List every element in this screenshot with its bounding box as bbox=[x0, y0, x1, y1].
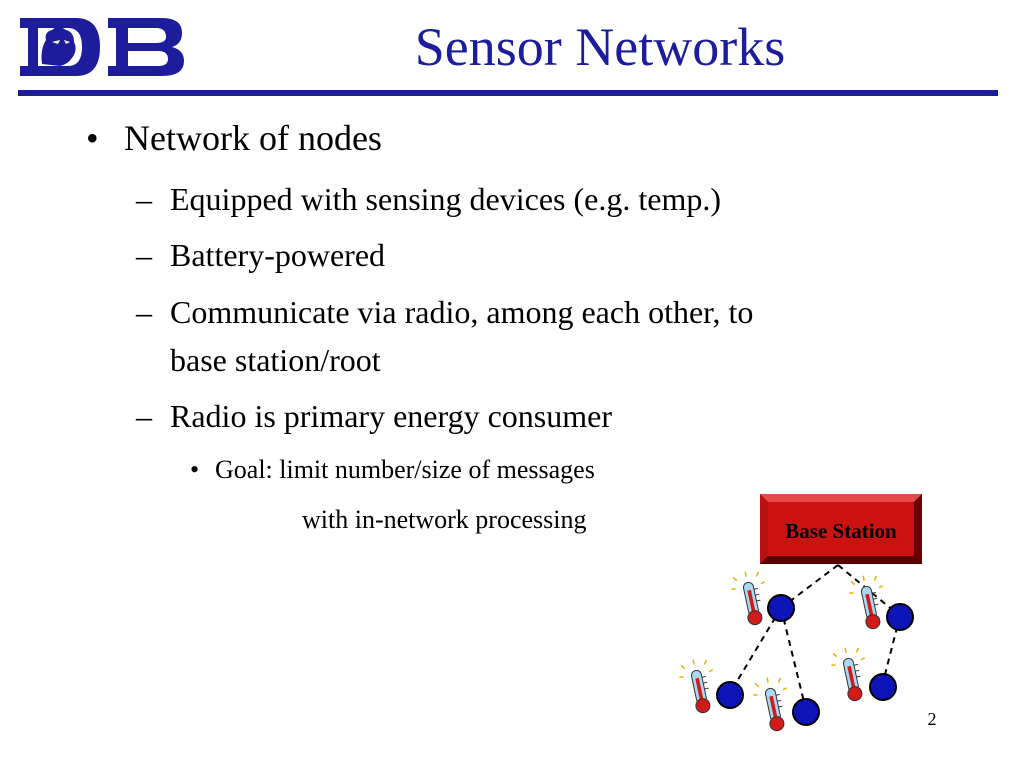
bullet-text: Communicate via radio, among each other,… bbox=[170, 294, 754, 330]
sensor-node bbox=[792, 698, 820, 726]
base-station-label: Base Station bbox=[785, 519, 897, 543]
thermometer-icon bbox=[675, 655, 722, 717]
bullet-marker: – bbox=[136, 237, 152, 273]
bullet-text: with in-network processing bbox=[302, 505, 587, 534]
bullet-marker: – bbox=[136, 398, 152, 434]
bullet-text: Radio is primary energy consumer bbox=[170, 398, 612, 434]
bullet-marker: – bbox=[136, 181, 152, 217]
sensor-node bbox=[886, 603, 914, 631]
page-number: 2 bbox=[927, 709, 937, 729]
sensor-node bbox=[869, 673, 897, 701]
sensor-node bbox=[767, 594, 795, 622]
bullet-text: Goal: limit number/size of messages bbox=[215, 455, 595, 484]
base-station: Base Station bbox=[760, 494, 922, 564]
bullet-text: Battery-powered bbox=[170, 237, 386, 273]
sensor-node bbox=[716, 681, 744, 709]
bullet-marker: – bbox=[136, 294, 152, 330]
bullet-marker: • bbox=[190, 455, 200, 484]
thermometer-icon bbox=[749, 673, 796, 735]
bullet-text: Network of nodes bbox=[124, 118, 382, 158]
bullet-marker: • bbox=[86, 118, 99, 158]
thermometer-icon bbox=[727, 567, 774, 629]
sensor-network-diagram: Base Station bbox=[675, 494, 922, 735]
bullet-text: Equipped with sensing devices (e.g. temp… bbox=[170, 181, 721, 217]
thermometer-icon bbox=[827, 643, 874, 705]
slide-title: Sensor Networks bbox=[414, 17, 786, 77]
title-rule bbox=[18, 90, 998, 96]
bullet-text: base station/root bbox=[170, 342, 381, 378]
duke-blue-devil-logo bbox=[20, 18, 184, 76]
